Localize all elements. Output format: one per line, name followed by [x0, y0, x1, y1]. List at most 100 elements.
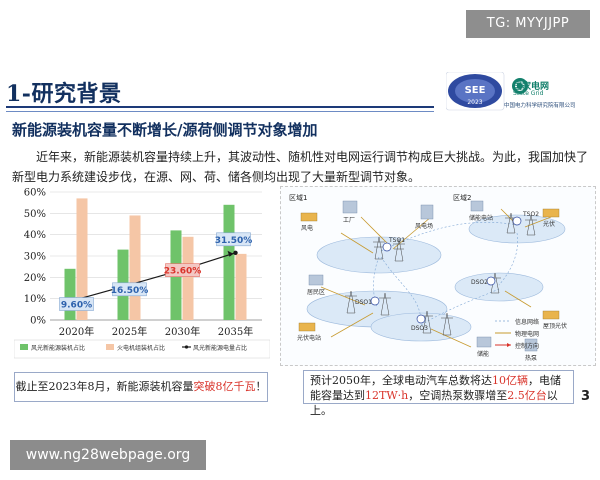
legend-control-direction: 控制方向	[515, 343, 540, 350]
slide-title: 1-研究背景	[6, 81, 122, 107]
section-subtitle: 新能源装机容量不断增长/源荷侧调节对象增加	[12, 121, 318, 139]
forecast-text: 以上。	[310, 389, 558, 417]
y-tick-label: 40%	[24, 230, 46, 241]
watermark-bottom: www.ng28webpage.org	[10, 440, 206, 470]
bar-1-3	[235, 253, 247, 320]
share-line	[76, 252, 236, 301]
line-arrow-icon	[227, 250, 234, 257]
data-label-2: 23.60%	[164, 267, 202, 277]
tso1-node-icon	[382, 242, 392, 252]
forecast-highlight: 12TW·h	[365, 389, 409, 402]
diagram-label: 风电场	[415, 223, 434, 230]
x-tick-label: 2030年	[165, 325, 200, 338]
power-tower-icon	[441, 312, 453, 336]
line-point-3	[233, 250, 238, 255]
diagram-label: 工厂	[343, 217, 356, 224]
legend-label-1: 火电机组装机占比	[117, 344, 165, 352]
battery-storage-icon	[476, 336, 492, 348]
logo-year: 2023	[467, 99, 482, 106]
data-label-box	[216, 232, 251, 247]
power-tower-icon	[525, 214, 537, 236]
page-number: 3	[581, 389, 591, 404]
region-2-label: 区域2	[453, 194, 472, 202]
x-tick-label: 2025年	[112, 325, 147, 338]
y-tick-label: 60%	[24, 188, 46, 199]
callout-left-highlight: 突破8亿千瓦	[193, 380, 256, 393]
y-tick-label: 0%	[30, 316, 46, 327]
title-underline-thin	[6, 111, 434, 112]
y-tick-label: 20%	[24, 273, 46, 284]
solar-panel-icon	[300, 212, 318, 222]
building-icon	[420, 204, 434, 220]
forecast-text: ，空调热泵数骤增至	[408, 389, 508, 402]
power-tower-icon	[373, 236, 385, 260]
house-icon	[308, 274, 324, 286]
logo-badge-text: SEE	[465, 85, 486, 96]
diagram-label: 屋顶光伏	[543, 323, 568, 330]
y-tick-label: 10%	[24, 294, 46, 305]
y-tick-label: 30%	[24, 252, 46, 263]
data-label-box	[59, 297, 94, 311]
callout-left-suffix: ！	[255, 380, 267, 393]
y-tick-label: 50%	[24, 209, 46, 220]
legend-info-network: 信息网络	[515, 319, 540, 326]
installed-capacity-callout: 截止至2023年8月，新能源装机容量突破8亿千瓦！	[14, 372, 268, 402]
dso3-label: DSO3	[411, 325, 428, 332]
region-1-label: 区域1	[289, 194, 308, 202]
diagram-label: 光伏	[543, 221, 556, 228]
forecast-highlight: 10亿辆	[492, 374, 528, 387]
logo-institute: 中国电力科学研究院有限公司	[504, 103, 576, 109]
diagram-label: 居民区	[307, 289, 326, 296]
watermark-top: TG: MYYJJPP	[466, 10, 590, 38]
dso2-node-icon	[486, 276, 496, 286]
dso1-node-icon	[370, 296, 380, 306]
bar-1-2	[182, 236, 194, 320]
data-label-0: 9.60%	[61, 301, 92, 311]
diagram-legend	[495, 320, 511, 347]
title-underline	[6, 106, 434, 108]
x-tick-label: 2035年	[218, 325, 253, 338]
diagram-label: 热泵	[525, 355, 538, 362]
power-tower-icon	[379, 292, 391, 316]
forecast-highlight: 2.5亿台	[507, 389, 547, 402]
bar-0-3	[223, 204, 235, 320]
organization-logo: SEE 2023	[446, 72, 528, 111]
tso1-label: TSO1	[389, 237, 406, 244]
dso2-label: DSO2	[471, 279, 488, 286]
legend-label-2: 风光新能源电量占比	[193, 344, 247, 352]
solar-panel-icon	[298, 322, 316, 332]
body-paragraph: 近年来，新能源装机容量持续上升，其波动性、随机性对电网运行调节构成巨大挑战。为此…	[12, 150, 589, 184]
data-label-1: 16.50%	[111, 286, 149, 296]
bar-0-0	[64, 268, 76, 320]
legend-swatch-1	[106, 344, 114, 350]
diagram-label: 储能电站	[469, 215, 494, 222]
grid-network-illustration	[298, 200, 566, 352]
callout-left-text: 截止至2023年8月，新能源装机容量	[15, 380, 194, 393]
ev-charger-icon	[524, 338, 538, 352]
forecast-text: ，电储能容量达到	[310, 374, 561, 402]
logo-org-name: 国家电网	[513, 82, 550, 92]
power-tower-icon	[345, 290, 357, 314]
diagram-label: 风电	[301, 225, 314, 232]
x-tick-label: 2020年	[59, 325, 94, 338]
diagram-label: 光伏电站	[297, 335, 322, 342]
house-icon	[470, 200, 484, 212]
power-tower-icon	[393, 238, 405, 262]
tso2-label: TSO2	[523, 211, 540, 218]
dso1-label: DSO1	[355, 299, 372, 306]
legend-frame	[14, 339, 270, 359]
bar-1-1	[129, 215, 141, 320]
legend-physical-grid: 物理电网	[515, 331, 540, 338]
legend-marker-2	[184, 345, 189, 349]
solar-panel-icon	[542, 208, 560, 218]
capacity-chart: 0% 10% 20% 30% 40% 50% 60% 2020年 2025年 2030年 2035年…	[14, 188, 270, 359]
grid-diagram: 区域1 区域2 TSO1 TSO2 DSO1 DSO2 DSO3 风电 光伏 储…	[280, 186, 596, 366]
data-label-box	[165, 263, 200, 277]
tso2-node-icon	[512, 216, 522, 226]
legend-label-0: 风光新能源装机占比	[31, 344, 85, 352]
diagram-label: 储能	[477, 351, 490, 358]
solar-panel-icon	[542, 310, 560, 320]
forecast-text: 预计2050年，全球电动汽车总数将达	[310, 374, 492, 387]
logo-org-name-en: State Grid	[513, 90, 544, 97]
